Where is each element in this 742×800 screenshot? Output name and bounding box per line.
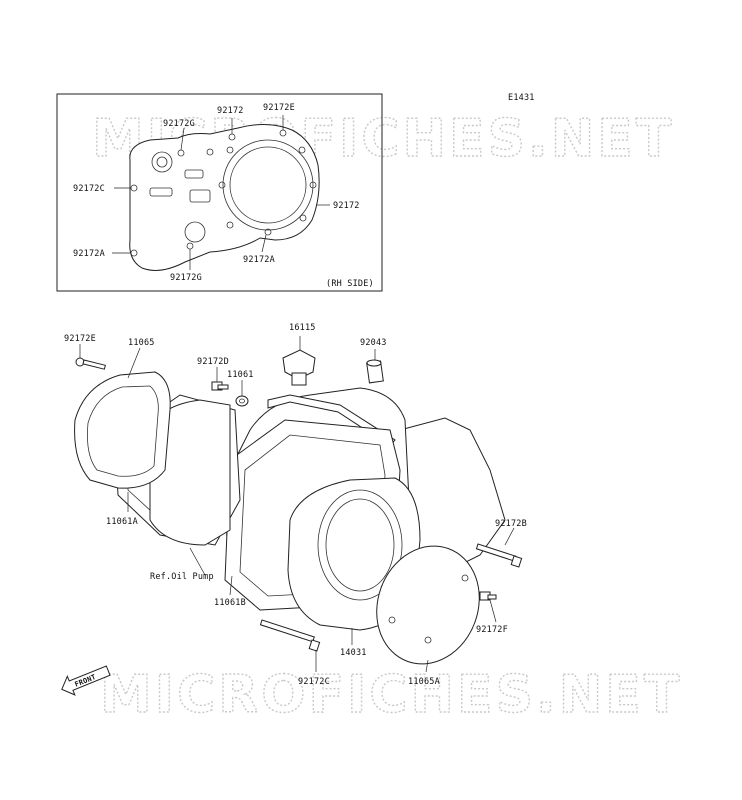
label-11061b: 11061B (214, 598, 246, 608)
cover-11065-inner (87, 385, 159, 477)
watermark-bottom: MICROFICHES.NET (100, 665, 682, 725)
bushing-92043 (366, 359, 384, 384)
label-92172f: 92172F (476, 625, 508, 635)
inset-label-92172a-bottom: 92172A (243, 255, 275, 265)
inset-label-92172g-bottom: 92172G (170, 273, 202, 283)
main-leaders (79, 336, 515, 673)
label-14031: 14031 (340, 648, 367, 658)
label-92172b: 92172B (495, 519, 527, 529)
diagram-id: E1431 (508, 93, 535, 103)
bolt-92172d (211, 381, 229, 391)
bolt-92172f (479, 591, 497, 601)
inset-small-boss (151, 151, 173, 173)
cover-11065 (74, 371, 171, 489)
inset-slot-1 (149, 187, 173, 197)
main-exploded-view: 92172E 11065 92172D 11061 16115 92043 11… (64, 323, 527, 687)
cover-11065a-hole-3 (388, 616, 396, 624)
cover-11065a (376, 545, 480, 665)
cover-11065a-hole-1 (461, 574, 469, 582)
inset-label-92172c-left: 92172C (73, 184, 105, 194)
inset-lower-boss (184, 221, 206, 243)
inset-frame (56, 93, 383, 292)
cover-11065a-hole-2 (424, 636, 432, 644)
inset-label-92172g-top: 92172G (163, 119, 195, 129)
label-16115: 16115 (289, 323, 316, 333)
inset-slot-2 (184, 169, 204, 179)
label-11061: 11061 (227, 370, 254, 380)
inset-label-92172-right: 92172 (333, 201, 360, 211)
label-ref-oil-pump: Ref.Oil Pump (150, 572, 214, 582)
label-11061a: 11061A (106, 517, 138, 527)
inset-large-ring (222, 139, 314, 231)
inset-caption: (RH SIDE) (326, 279, 374, 289)
label-11065a: 11065A (408, 677, 440, 687)
washer-11061-hole (239, 398, 245, 404)
bolt-92172b (475, 543, 523, 568)
housing-14031-bore-inner (325, 498, 395, 592)
label-11065: 11065 (128, 338, 155, 348)
label-92172d: 92172D (197, 357, 229, 367)
cap-16115 (282, 349, 316, 386)
label-92172e: 92172E (64, 334, 96, 344)
housing-14031-bore (317, 489, 403, 601)
washer-11061 (235, 395, 249, 407)
inset-rh-side: 92172 92172E 92172G 92172C 92172 92172A … (56, 93, 383, 292)
inset-slot-3 (189, 189, 211, 203)
label-92172c: 92172C (298, 677, 330, 687)
inset-leaders (112, 115, 330, 270)
inset-label-92172-top: 92172 (217, 106, 244, 116)
inset-small-boss-core (156, 156, 168, 168)
inset-label-92172a-left: 92172A (73, 249, 105, 259)
inset-label-92172e-top: 92172E (263, 103, 295, 113)
bolt-92172e (75, 357, 106, 370)
inset-inner-ring (229, 146, 307, 224)
bolt-92172c (259, 619, 321, 652)
label-92043: 92043 (360, 338, 387, 348)
front-arrow-icon (61, 665, 111, 696)
